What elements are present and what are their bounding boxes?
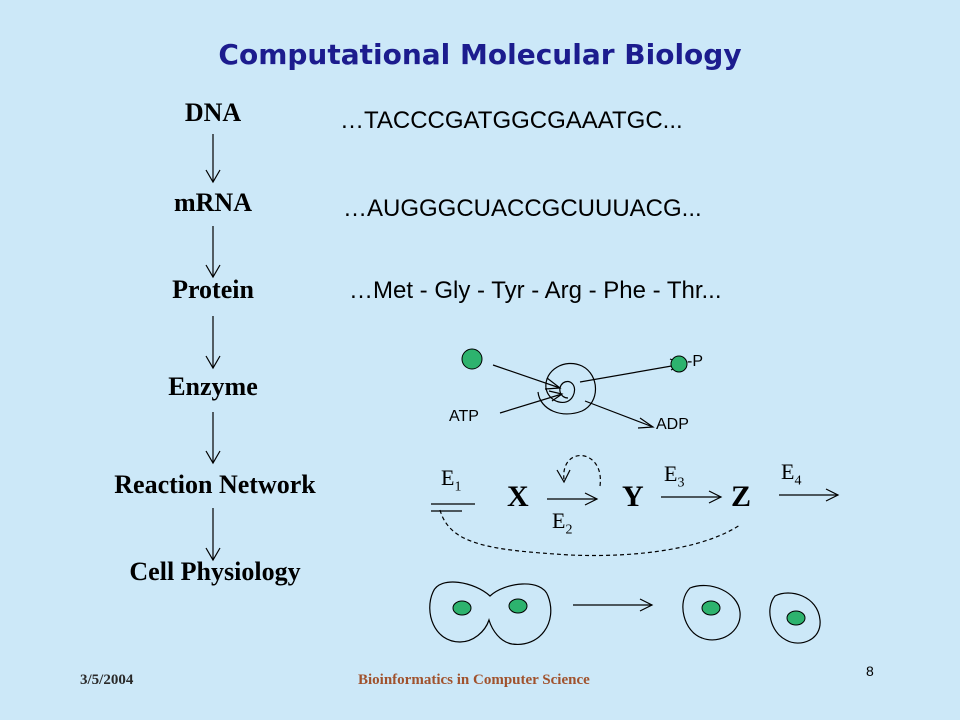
enzyme-spiral	[537, 362, 596, 415]
daughter-cell-1	[682, 584, 741, 641]
level-reaction-network: Reaction Network	[114, 470, 316, 499]
species-x: X	[507, 480, 529, 513]
feedback-dashed-arrow	[563, 454, 601, 487]
down-arrow-dna-mrna	[205, 134, 221, 184]
footer-course: Bioinformatics in Computer Science	[358, 672, 590, 688]
down-arrow-protein-enzyme	[205, 316, 221, 370]
adp-arrow	[584, 400, 655, 429]
slide-title: Computational Molecular Biology	[218, 38, 742, 71]
mrna-sequence: …AUGGGCUACCGCUUUACG...	[343, 195, 702, 222]
down-arrow-mrna-protein	[205, 226, 221, 279]
dna-sequence: …TACCCGATGGCGAAATGC...	[340, 107, 683, 134]
down-arrow-enzyme-network	[205, 412, 221, 465]
nucleus-1	[452, 600, 472, 616]
level-protein: Protein	[172, 275, 254, 304]
species-z: Z	[731, 480, 752, 513]
feedback-arrowhead	[556, 469, 571, 484]
protein-sequence: …Met - Gly - Tyr - Arg - Phe - Thr...	[349, 277, 722, 304]
substrate-circle	[461, 348, 483, 370]
phosphorylated-product-arrow	[579, 358, 685, 383]
level-dna: DNA	[184, 98, 242, 127]
page-number: 8	[866, 663, 874, 679]
adp-label: ADP	[656, 416, 689, 433]
level-mrna: mRNA	[174, 188, 252, 217]
enzyme-e1-label: E1	[441, 465, 462, 495]
daughter-cell-2	[769, 592, 821, 644]
level-enzyme: Enzyme	[168, 372, 258, 401]
phosphorylated-product-circle	[670, 355, 688, 373]
e4-arrow	[779, 488, 840, 502]
e1-arrow	[431, 503, 475, 512]
nucleus-3	[701, 600, 721, 616]
atp-label: ATP	[449, 408, 479, 425]
nucleus-4	[786, 610, 806, 626]
phosphate-label: -P	[687, 353, 703, 370]
enzyme-e3-label: E3	[664, 461, 685, 491]
footer-date: 3/5/2004	[80, 672, 134, 688]
species-y: Y	[622, 480, 644, 513]
enzyme-e2-label: E2	[552, 508, 573, 538]
nucleus-2	[508, 598, 528, 614]
substrate-arrow	[492, 364, 562, 390]
cell-division-arrow	[573, 598, 654, 612]
x-to-y-arrow	[547, 492, 599, 506]
y-to-z-arrow	[661, 490, 723, 504]
atp-arrow	[499, 390, 564, 414]
feedback-loop-dashed	[439, 509, 741, 557]
dividing-cell	[429, 581, 552, 645]
enzyme-e4-label: E4	[781, 459, 802, 489]
level-cell-physiology: Cell Physiology	[129, 557, 301, 586]
down-arrow-network-cell	[205, 508, 221, 562]
